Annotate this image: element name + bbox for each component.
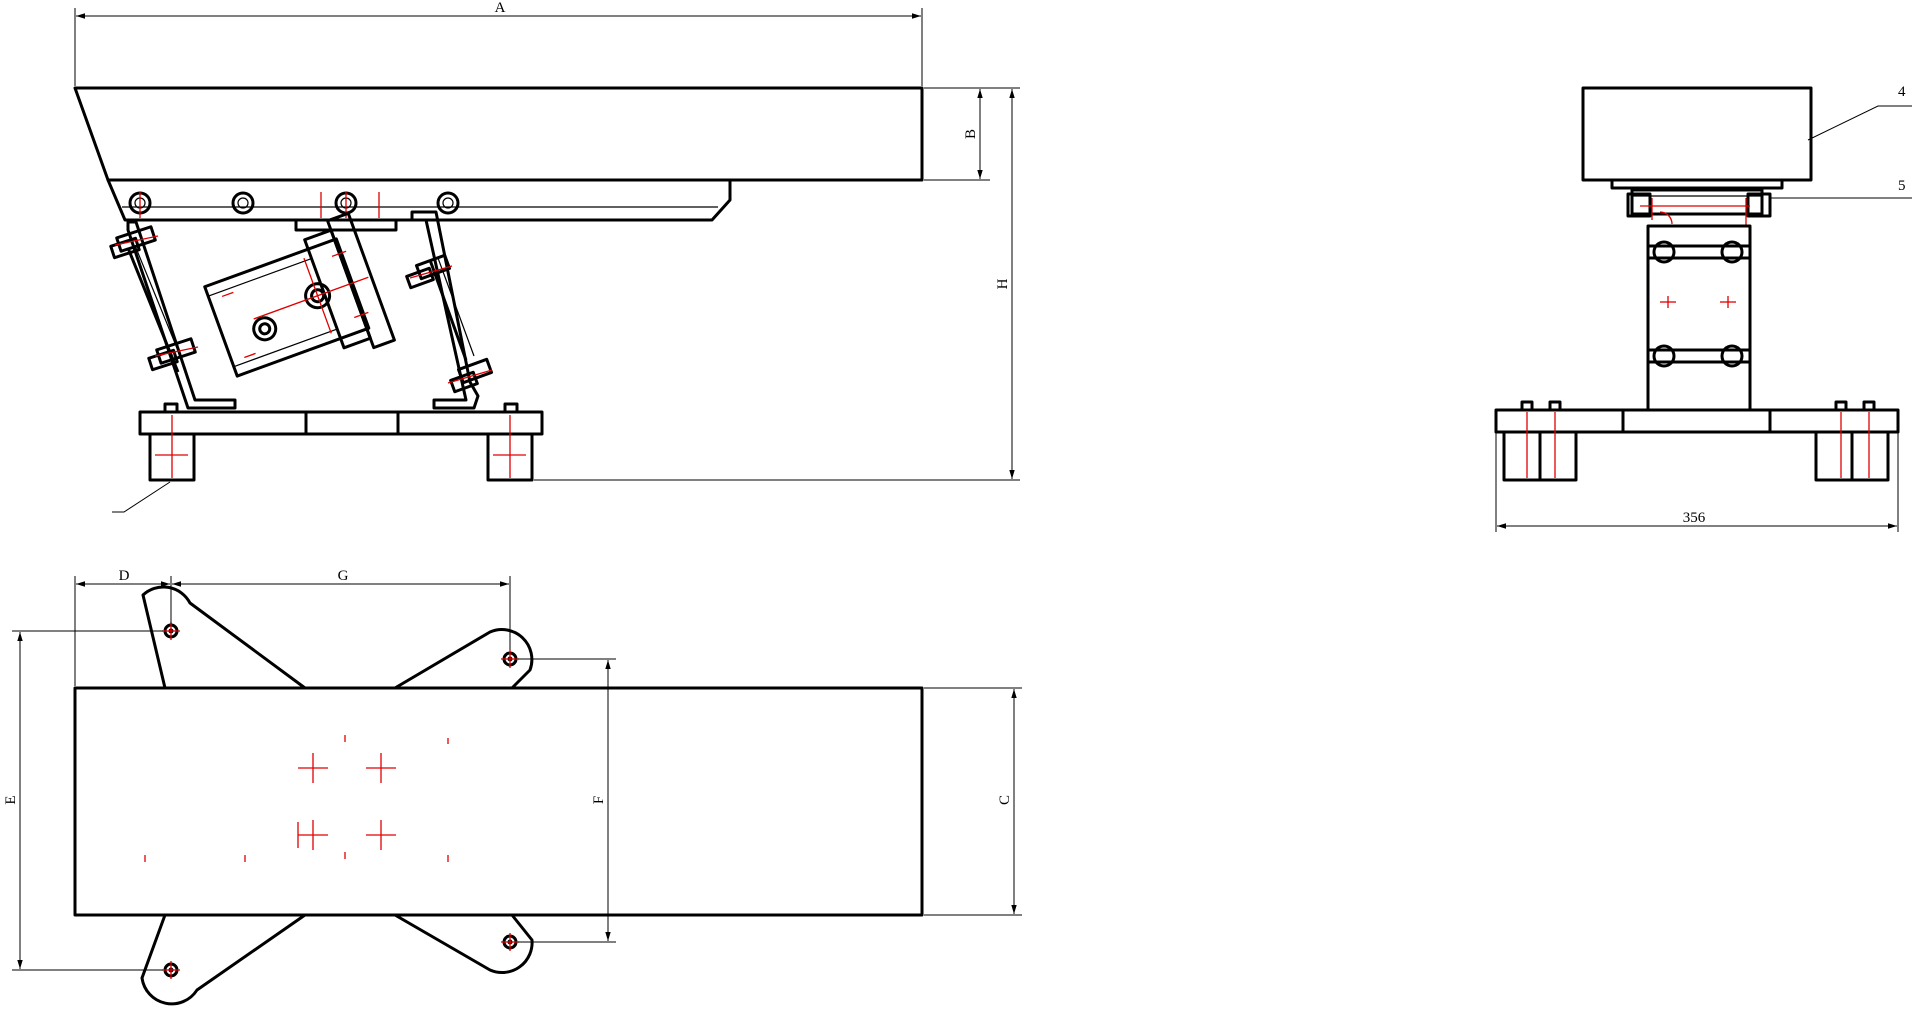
dim-356 [1495, 432, 1899, 532]
arm-top-right [393, 628, 534, 690]
dim-B [924, 87, 990, 181]
left-spring-assembly [109, 220, 237, 410]
label-G: G [338, 568, 349, 584]
side-view: A B H [73, 0, 1020, 513]
leader-part-1 [112, 481, 171, 513]
dim-F [518, 658, 616, 943]
arm-bottom-right [393, 913, 534, 975]
label-C: C [997, 795, 1013, 805]
right-spring-assembly [405, 210, 493, 410]
trough-body [73, 86, 924, 182]
trough-plan [73, 686, 924, 917]
arm-top-left [141, 585, 307, 690]
top-view: D G E F C [3, 568, 1022, 1006]
dim-H [534, 87, 1020, 481]
vibrator-motor [203, 211, 396, 378]
label-H: H [995, 278, 1011, 289]
arm-bottom-left [140, 913, 307, 1006]
dim-G [172, 576, 511, 650]
label-part-5: 5 [1898, 178, 1906, 194]
label-B: B [963, 129, 979, 139]
end-base-plate [1494, 408, 1900, 434]
label-part-4: 4 [1898, 84, 1906, 100]
end-view: 4 5 356 [1494, 84, 1912, 532]
trough-bottom-frame [106, 178, 732, 222]
base-stud-right [503, 402, 519, 414]
dim-E [12, 630, 163, 971]
dim-C [924, 687, 1022, 916]
label-A: A [495, 0, 506, 16]
center-marks [144, 735, 449, 862]
label-E: E [3, 795, 19, 804]
end-column [1646, 224, 1752, 412]
base-plate [138, 410, 544, 436]
label-356: 356 [1683, 510, 1706, 526]
leader-part-4 [1807, 105, 1912, 141]
end-trough [1581, 86, 1813, 182]
end-flange [1630, 188, 1764, 216]
base-stud-left [163, 402, 179, 414]
dim-A [74, 8, 923, 86]
mount-holes [162, 622, 519, 979]
label-F: F [591, 796, 607, 804]
motor-mount-bracket [294, 218, 398, 232]
label-D: D [119, 568, 130, 584]
frame-bolt-holes [128, 191, 460, 218]
